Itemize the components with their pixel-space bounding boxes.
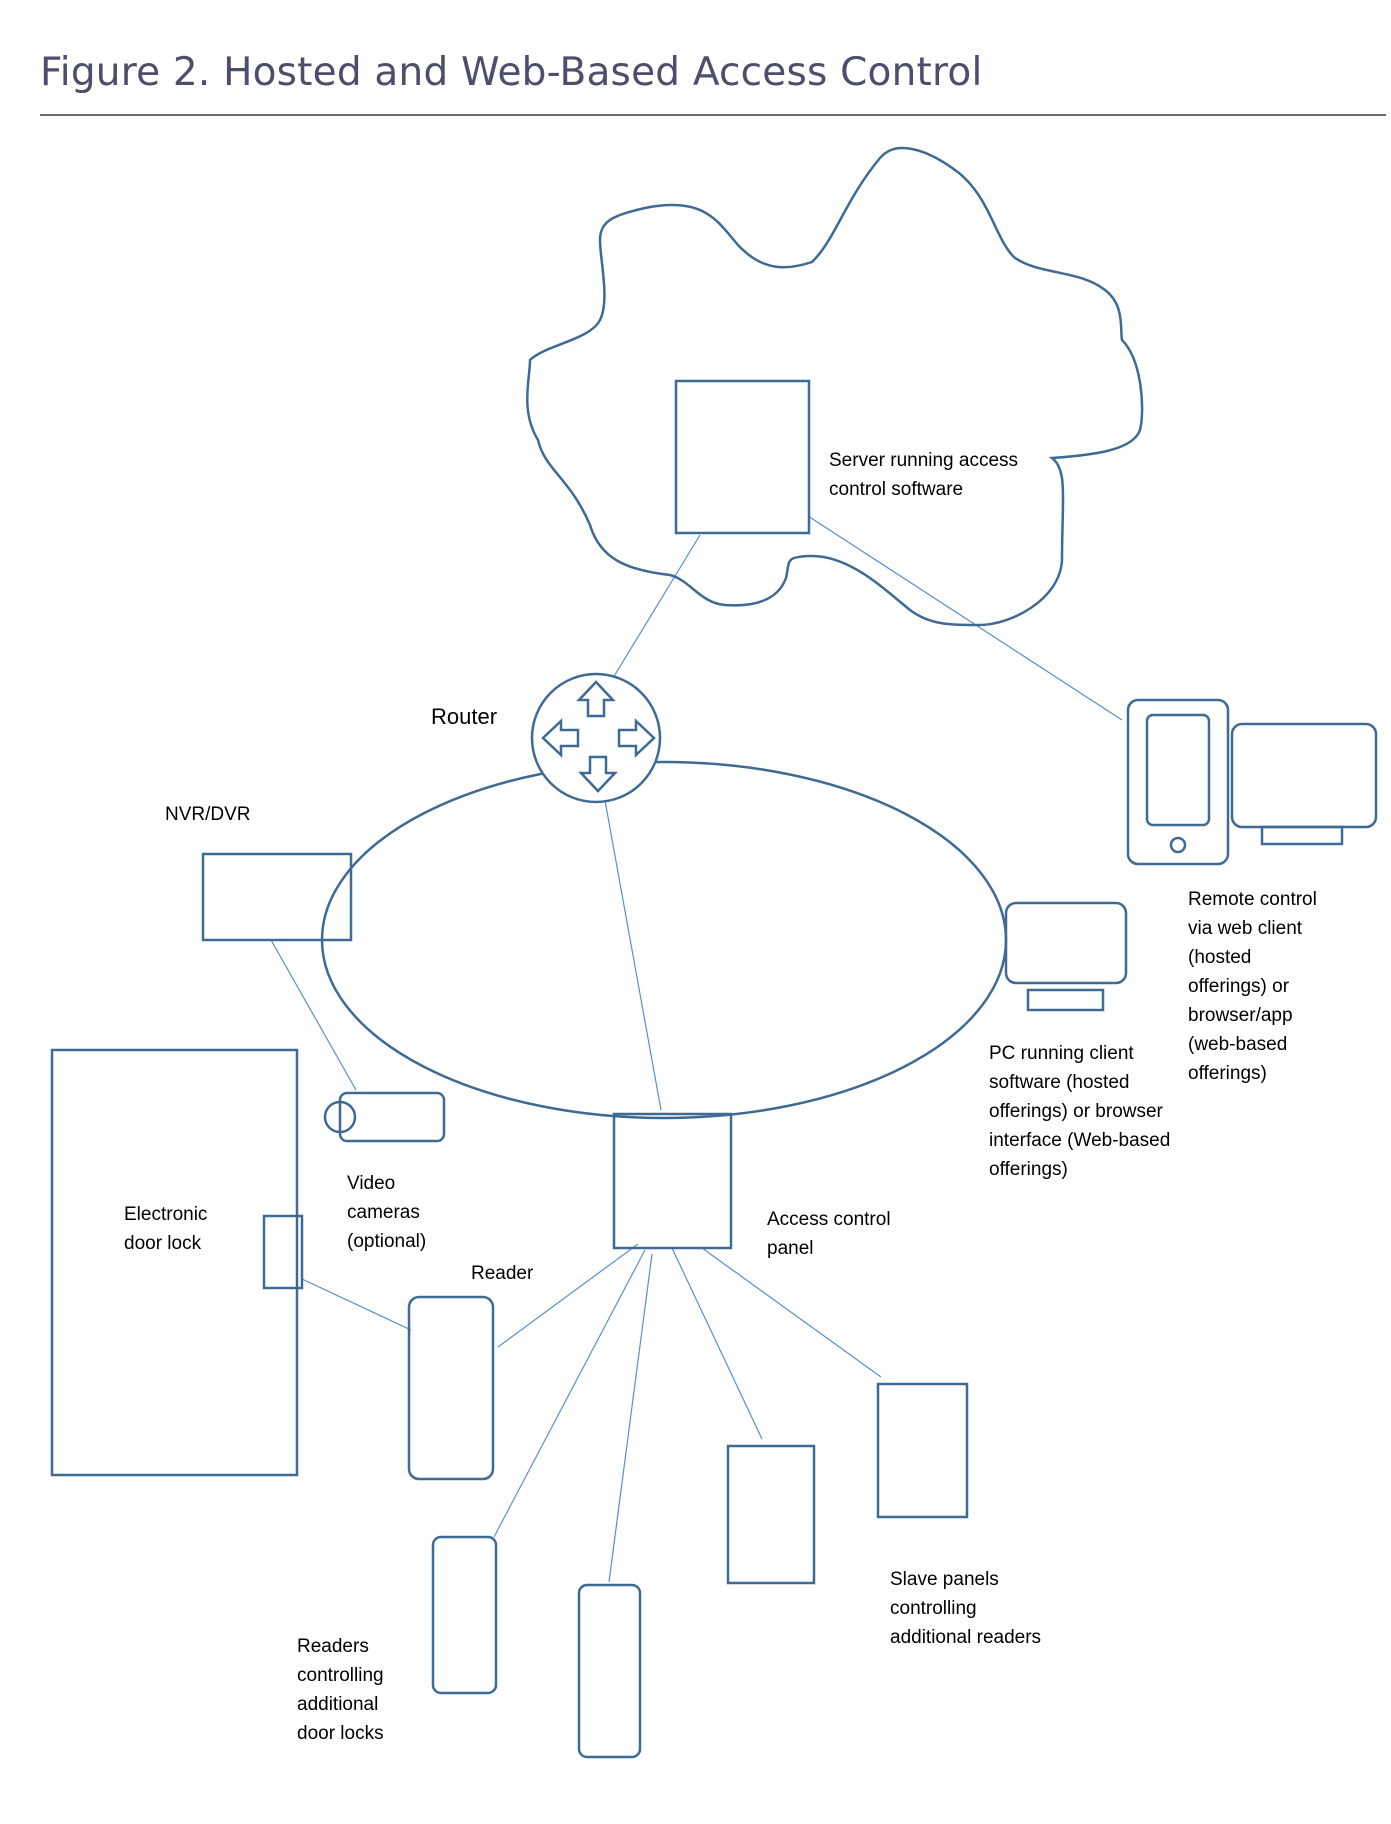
connection-lines — [270, 515, 1123, 1583]
link-panel-reader-2 — [493, 1249, 646, 1538]
router-icon — [530, 672, 662, 804]
slave-panels-label: Slave panels controlling additional read… — [890, 1569, 1042, 1648]
access-control-panel-label: Access control panel — [767, 1209, 891, 1259]
nvr-box — [201, 852, 353, 942]
slave-panel-box-2 — [876, 1382, 969, 1519]
cloud-shape — [526, 146, 1144, 627]
network-ring — [320, 760, 1008, 1120]
remote-devices-icon — [1126, 698, 1378, 866]
link-server-router — [612, 534, 701, 679]
reader-box-3 — [577, 1583, 642, 1759]
title-rule — [40, 114, 1386, 116]
nvr-label: NVR/DVR — [165, 804, 251, 825]
link-panel-reader-3 — [608, 1253, 653, 1583]
link-nvr-cameras — [270, 939, 357, 1091]
door-box — [50, 1048, 299, 1477]
link-panel-reader — [497, 1243, 639, 1348]
server-label: Server running access control software — [829, 450, 1019, 500]
reader-label: Reader — [471, 1263, 534, 1284]
door-lock-box — [262, 1214, 304, 1290]
figure-title: Figure 2. Hosted and Web-Based Access Co… — [40, 50, 983, 95]
phone-icon — [1126, 698, 1230, 866]
remote-control-label: Remote control via web client (hosted of… — [1188, 889, 1317, 1084]
link-panel-slave-1 — [671, 1247, 763, 1440]
server-box — [674, 379, 811, 535]
monitor-icon — [1230, 722, 1378, 829]
readers-additional-label: Readers controlling additional door lock… — [297, 1636, 384, 1744]
door-lock-label: Electronic door lock — [124, 1204, 208, 1254]
video-cameras-label: Video cameras (optional) — [347, 1173, 427, 1252]
reader-box — [407, 1295, 495, 1481]
pc-client-label: PC running client software (hosted offer… — [989, 1043, 1171, 1180]
reader-box-2 — [431, 1535, 498, 1695]
slave-panel-box-1 — [726, 1444, 816, 1585]
link-router-panel — [603, 794, 662, 1111]
router-label: Router — [431, 704, 498, 729]
video-camera-icon — [323, 1091, 446, 1143]
pc-icon — [1004, 901, 1128, 1012]
link-lock-reader — [301, 1278, 412, 1331]
access-control-panel-box — [612, 1112, 733, 1250]
link-panel-slave-2 — [701, 1247, 882, 1378]
link-server-remote — [807, 515, 1123, 721]
